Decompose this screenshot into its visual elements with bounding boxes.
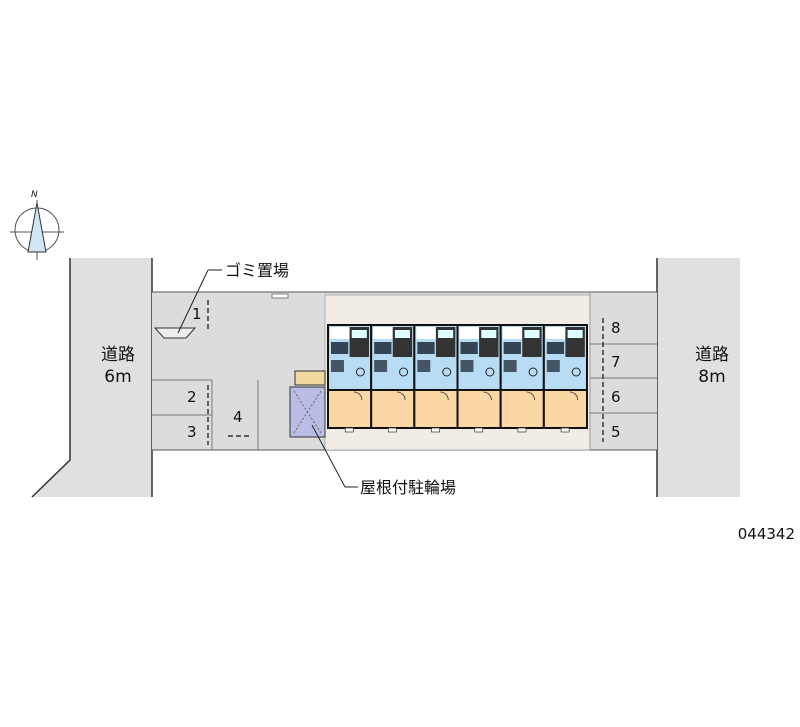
bike-parking-area xyxy=(289,370,326,438)
parking-6: 6 xyxy=(611,388,621,406)
apartment-unit xyxy=(499,324,545,433)
left-road-width: 6m xyxy=(104,367,131,387)
right-road-name: 道路 xyxy=(695,345,729,365)
property-id: 044342 xyxy=(738,525,795,543)
parking-5: 5 xyxy=(611,423,621,441)
garbage-area-label: ゴミ置場 xyxy=(225,261,289,280)
parking-3: 3 xyxy=(187,423,197,441)
apartment-unit xyxy=(456,324,502,433)
parking-numbers: 1 2 3 4 5 6 7 8 xyxy=(187,305,621,441)
apartment-unit xyxy=(542,324,588,433)
building xyxy=(327,324,588,433)
parking-7: 7 xyxy=(611,353,621,371)
left-road: 道路 6m xyxy=(31,258,153,498)
right-road: 道路 8m xyxy=(656,258,740,497)
north-label: N xyxy=(31,190,38,200)
apartment-unit xyxy=(413,324,459,433)
parking-8: 8 xyxy=(611,319,621,337)
parking-1: 1 xyxy=(192,305,202,323)
bike-parking-label: 屋根付駐輪場 xyxy=(360,478,456,497)
apartment-unit xyxy=(370,324,416,433)
right-road-width: 8m xyxy=(698,367,725,387)
parking-2: 2 xyxy=(187,388,197,406)
apartment-unit xyxy=(327,324,373,433)
compass-icon: N xyxy=(10,190,64,260)
parking-4: 4 xyxy=(233,408,243,426)
left-road-name: 道路 xyxy=(101,345,135,365)
